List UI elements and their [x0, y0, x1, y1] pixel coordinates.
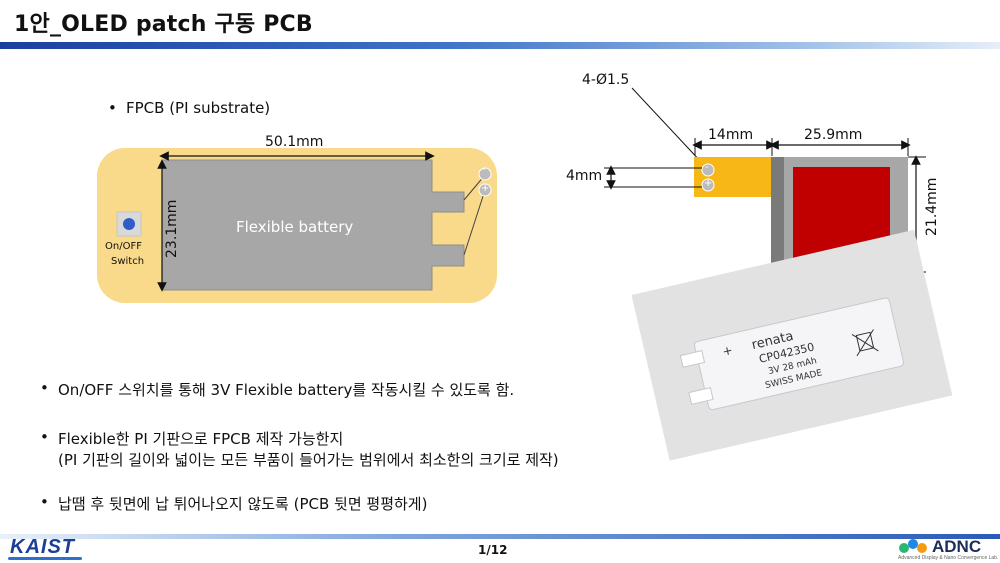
left-plus-label: + [481, 183, 490, 194]
right-minus-pad [701, 163, 715, 177]
bullet-dot: • [108, 99, 117, 117]
battery-photo: + renata CP042350 3V 28 mAh SWISS MADE [631, 229, 953, 461]
hole-leader [631, 87, 704, 165]
adnc-logo-subtitle: Advanced Display & Nano Convergence Lab. [898, 555, 999, 561]
gap-label: 4mm [566, 168, 603, 184]
photo-tab-top [679, 350, 706, 368]
bullet-dot: • [40, 379, 49, 397]
photo-battery-body [694, 297, 905, 411]
plus-lead [463, 189, 486, 256]
kaist-swoosh [8, 557, 82, 560]
photo-plus: + [721, 343, 734, 359]
right-minus-label: - [705, 162, 709, 173]
switch-label-line2: Switch [111, 256, 145, 267]
bullet-text: On/OFF 스위치를 통해 3V Flexible battery를 작동시킬… [58, 381, 515, 399]
bullet-item: • On/OFF 스위치를 통해 3V Flexible battery를 작동… [40, 379, 515, 400]
hole-label: 4-Ø1.5 [582, 72, 630, 88]
page-title: 1안_OLED patch 구동 PCB [14, 12, 313, 37]
recycle-bin-icon [851, 329, 879, 357]
bullet-text: 납땜 후 뒷면에 납 튀어나오지 않도록 (PCB 뒷면 평평하게) [58, 495, 428, 513]
battery-label: Flexible battery [236, 218, 354, 236]
battery-width-label: 25.9mm [804, 127, 863, 143]
adnc-logo-mark [899, 539, 927, 553]
bullet-item: • Flexible한 PI 기판으로 FPCB 제작 가능한지 [40, 428, 344, 449]
bullet-item: • 납땜 후 뒷면에 납 튀어나오지 않도록 (PCB 뒷면 평평하게) [40, 493, 428, 514]
title-rule [0, 42, 1000, 49]
bullet-text: Flexible한 PI 기판으로 FPCB 제작 가능한지 [58, 430, 344, 448]
width-label: 50.1mm [265, 134, 324, 150]
left-minus-label: - [482, 164, 486, 175]
switch-button [123, 218, 135, 230]
fpcb-bullet-text: FPCB (PI substrate) [126, 99, 271, 117]
right-height-label: 21.4mm [924, 177, 940, 236]
bullet-dot: • [40, 493, 49, 511]
footer-rule [0, 534, 1000, 539]
right-plus-pad [701, 178, 715, 192]
right-plus-label: + [704, 178, 713, 189]
flexible-battery-body [161, 159, 465, 291]
bullet-text: (PI 기판의 길이와 넓이는 모든 부품이 들어가는 범위에서 최소한의 크기… [58, 451, 559, 469]
tab-width-label: 14mm [708, 127, 754, 143]
kaist-logo: KAIST [10, 536, 75, 558]
page-number: 1/12 [478, 543, 508, 557]
right-battery-edge [771, 157, 784, 272]
switch-label-line1: On/OFF [105, 241, 142, 252]
height-label: 23.1mm [164, 199, 180, 258]
plus-pad [478, 183, 492, 197]
adnc-logo-text: ADNC [932, 537, 982, 556]
fpcb-bullet: • FPCB (PI substrate) [108, 99, 271, 117]
bullet-continuation: (PI 기판의 길이와 넓이는 모든 부품이 들어가는 범위에서 최소한의 크기… [58, 449, 559, 470]
bullet-dot: • [40, 428, 49, 446]
minus-pad [478, 167, 492, 181]
photo-tab-bottom [688, 387, 714, 405]
